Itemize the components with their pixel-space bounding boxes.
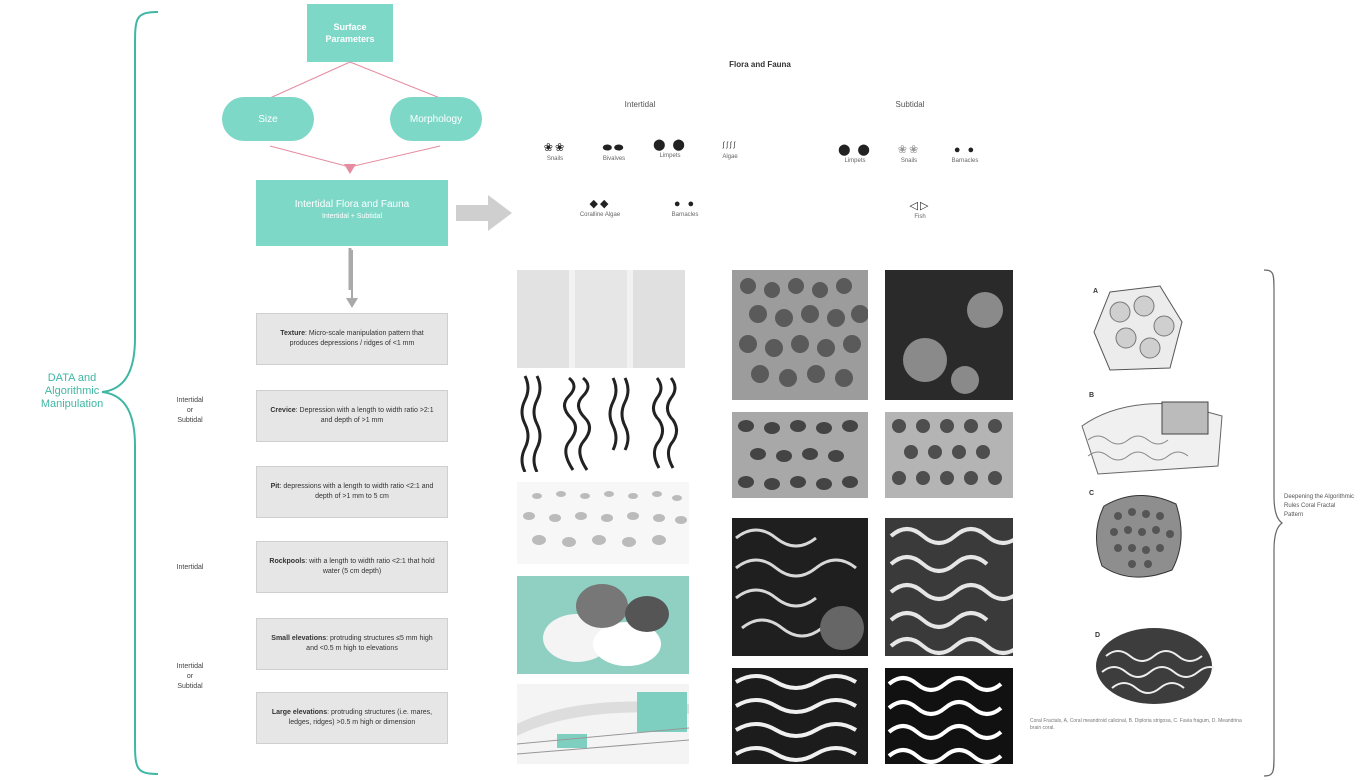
- limpet-icon-sub: ⬤ ⬤: [838, 144, 872, 156]
- flora-fauna-title: Flora and Fauna: [729, 60, 791, 69]
- flow-arrows: [269, 61, 441, 290]
- coral-drawing-b: [1078, 396, 1226, 478]
- figure-caption: Coral Fractals, A, Coral meandroid calic…: [1030, 718, 1242, 731]
- coral-drawing-c: [1092, 490, 1186, 582]
- right-brace: [1263, 269, 1283, 777]
- rockpool-image: [517, 576, 689, 674]
- species-snails-int: ❀❀Snails: [535, 140, 575, 162]
- side-label-3: Intertidal or Subtidal: [176, 663, 204, 690]
- coral-photo-6: [885, 518, 1013, 656]
- def-pit: Pit: depressions with a length to width …: [256, 466, 448, 518]
- coral-photo-3: [732, 412, 868, 498]
- snail-icon: ❀❀: [543, 142, 567, 154]
- side-label-2: Intertidal: [176, 564, 204, 571]
- crevice-image: [517, 374, 685, 472]
- letter-d: D: [1095, 632, 1101, 639]
- fish-icon: ◁▷: [909, 200, 931, 212]
- elevation-image: [517, 684, 689, 764]
- coral-photo-2: [885, 270, 1013, 400]
- coral-drawing-d: [1094, 626, 1214, 706]
- subtidal-title: Subtidal: [895, 100, 925, 109]
- barnacle-icon: ● ●: [673, 198, 697, 210]
- coral-photo-7: [732, 668, 868, 764]
- species-snails-sub: ❀❀Snails: [888, 142, 930, 164]
- species-limpets-int: ⬤ ⬤Limpets: [645, 137, 695, 159]
- letter-b: B: [1089, 392, 1095, 399]
- species-coralline: ◆◆Coralline Algae: [570, 196, 630, 218]
- down-arrow: [346, 250, 358, 308]
- def-large-elevations: Large elevations: protruding structures …: [256, 692, 448, 744]
- coral-drawing-a: [1090, 282, 1186, 374]
- species-fish: ◁▷Fish: [895, 198, 945, 220]
- barnacle-icon-sub: ● ●: [953, 144, 977, 156]
- species-barnacles-int: ● ●Barnacles: [660, 196, 710, 218]
- def-crevice: Crevice: Depression with a length to wid…: [256, 390, 448, 442]
- coral-photo-4: [885, 412, 1013, 498]
- def-small-elevations: Small elevations: protruding structures …: [256, 618, 448, 670]
- pit-image: [517, 482, 689, 564]
- letter-a: A: [1093, 288, 1099, 295]
- species-barnacles-sub: ● ●Barnacles: [940, 142, 990, 164]
- right-arrow: [456, 195, 512, 231]
- main-box-subtitle: Intertidal + Subtidal: [321, 213, 383, 220]
- letter-c: C: [1089, 490, 1095, 497]
- morphology-pill: Morphology: [390, 97, 482, 141]
- surface-parameters-box: Surface Parameters: [307, 4, 393, 62]
- left-brace: [101, 11, 159, 775]
- size-pill: Size: [222, 97, 314, 141]
- snail-icon-sub: ❀❀: [897, 144, 921, 156]
- coral-photo-8: [885, 668, 1013, 764]
- intertidal-title: Intertidal: [624, 100, 656, 109]
- main-box-title: Intertidal Flora and Fauna: [294, 199, 410, 210]
- limpet-icon: ⬤ ⬤: [653, 139, 687, 151]
- def-rockpools: Rockpools: with a length to width ratio …: [256, 541, 448, 593]
- coral-photo-5: [732, 518, 868, 656]
- def-texture: Texture: Micro-scale manipulation patter…: [256, 313, 448, 365]
- intertidal-flora-fauna-box: Intertidal Flora and Fauna Intertidal + …: [256, 180, 448, 246]
- bivalve-icon: ⬬⬬: [602, 142, 626, 154]
- algae-icon: ʃʃʃʃ: [722, 142, 738, 149]
- species-bivalves: ⬬⬬Bivalves: [588, 140, 640, 162]
- coralline-icon: ◆◆: [589, 198, 611, 210]
- texture-image: [517, 270, 685, 368]
- side-label-1: Intertidal or Subtidal: [176, 397, 204, 424]
- coral-photo-1: [732, 270, 868, 400]
- right-label: Deepening the Algorithmic Rules Coral Fr…: [1284, 494, 1355, 518]
- species-limpets-sub: ⬤ ⬤Limpets: [830, 142, 880, 164]
- brace-label: DATA and Algorithmic Manipulation: [40, 372, 104, 410]
